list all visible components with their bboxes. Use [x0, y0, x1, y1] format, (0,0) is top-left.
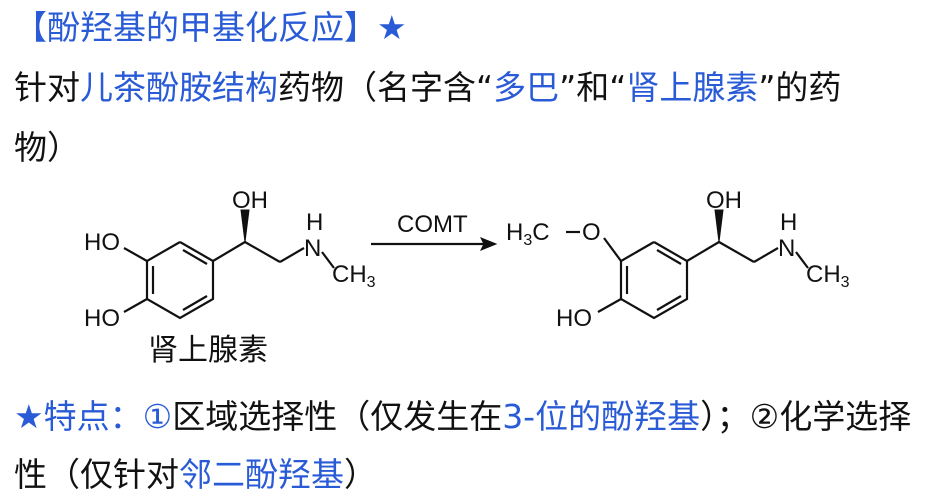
product-h3c: H3C: [506, 219, 550, 249]
star-icon: ★: [377, 8, 407, 47]
reactant-ch3-sub: 3: [367, 274, 376, 291]
reactant-ho-lower: HO: [84, 305, 120, 332]
reactant-chain-bond-1: [212, 241, 246, 262]
title-text: 酚羟基的甲基化反应: [47, 8, 344, 47]
product-ch3: CH3: [806, 261, 850, 291]
product-nh-h: H: [780, 209, 797, 236]
reactant-ho-upper-bond: [123, 247, 148, 262]
product-o-ring-bond: [603, 237, 622, 262]
feature-2-line2-text: 性（仅针对: [14, 455, 179, 494]
intro-part1: 针对: [14, 68, 80, 107]
product-ho-lower: HO: [556, 305, 592, 332]
reactant-ring-double-2: [182, 295, 208, 311]
intro-highlight-dopa: 多巴: [493, 68, 560, 107]
reactant-n-ch3-bond: [321, 251, 335, 269]
product-wedge-bond: [714, 209, 724, 243]
product-chain-bond-3: [753, 247, 779, 263]
feature-1-number: ①: [142, 397, 173, 436]
reactant-chain-bond-3: [279, 247, 305, 263]
product-o: O: [582, 219, 601, 246]
reactant-ch3-main: CH: [332, 261, 367, 288]
arrow-head: [479, 237, 498, 251]
product-h3c-c: C: [532, 219, 549, 246]
product-ring-double-1: [656, 249, 682, 265]
reactant-structure: OH HO HO H N CH3 肾上腺素: [84, 187, 376, 368]
intro-text-line-1: 针对儿茶酚胺结构药物（名字含“多巴”和“肾上腺素”的药: [14, 68, 841, 108]
product-ho-lower-bond: [597, 298, 622, 313]
feature-2-line2-end: ）: [344, 455, 377, 494]
product-oh-top: OH: [706, 187, 742, 214]
product-ring: [619, 241, 689, 320]
reactant-ho-upper: HO: [84, 229, 120, 256]
intro-part3: ”和“: [559, 68, 627, 107]
title-heading: 【酚羟基的甲基化反应】★: [14, 8, 407, 48]
arrow-label-comt: COMT: [397, 211, 468, 238]
reaction-arrow: COMT: [371, 211, 498, 251]
reactant-ho-lower-bond: [123, 298, 148, 313]
intro-line2: 物）: [14, 128, 80, 167]
product-h3c-sub: 3: [523, 232, 532, 249]
reactant-ring-double-1: [182, 249, 208, 265]
feature-2-number: ②: [749, 397, 780, 436]
product-ch3-sub: 3: [841, 274, 850, 291]
feature-1-text: 区域选择性（仅发生在: [172, 397, 503, 436]
product-chain-bond-1: [686, 241, 720, 262]
product-chain-bond-2: [718, 241, 755, 263]
reactant-ch3: CH3: [332, 261, 376, 291]
reactant-nh-h: H: [306, 209, 323, 236]
product-h3c-h: H: [506, 219, 523, 246]
product-n: N: [778, 235, 795, 262]
reactant-chain-bond-2: [244, 241, 281, 263]
reactant-n: N: [304, 235, 321, 262]
product-n-ch3-bond: [795, 251, 809, 269]
feature-2-text: 化学选择: [779, 397, 912, 436]
intro-highlight-catecholamine: 儿茶酚胺结构: [80, 68, 278, 107]
intro-highlight-adrenaline: 肾上腺素: [626, 68, 759, 107]
feature-1-highlight: 3-位的酚羟基: [502, 397, 701, 436]
reactant-wedge-bond: [240, 209, 250, 243]
product-structure: OH H3C O HO H N CH3: [506, 187, 850, 332]
reaction-scheme: OH HO HO H N CH3 肾上腺素 COMT OH H3C O HO H: [84, 187, 850, 368]
intro-part2: 药物（名字含“: [278, 68, 494, 107]
features-star-label: ★特点：: [14, 397, 143, 436]
product-ch3-main: CH: [806, 261, 841, 288]
reactant-name: 肾上腺素: [148, 333, 268, 368]
title-close-bracket: 】: [344, 8, 377, 47]
product-ring-double-2: [656, 295, 682, 311]
title-open-bracket: 【: [14, 8, 47, 47]
intro-part4: ”的药: [758, 68, 842, 107]
reactant-ring: [145, 241, 215, 320]
features-line-1: ★特点：①区域选择性（仅发生在3-位的酚羟基）；②化学选择: [14, 397, 911, 437]
feature-1-end: ）；: [700, 397, 750, 436]
feature-2-highlight: 邻二酚羟基: [179, 455, 344, 494]
features-line-2: 性（仅针对邻二酚羟基）: [14, 455, 377, 495]
reactant-oh-top: OH: [232, 187, 268, 214]
intro-text-line-2: 物）: [14, 128, 80, 168]
